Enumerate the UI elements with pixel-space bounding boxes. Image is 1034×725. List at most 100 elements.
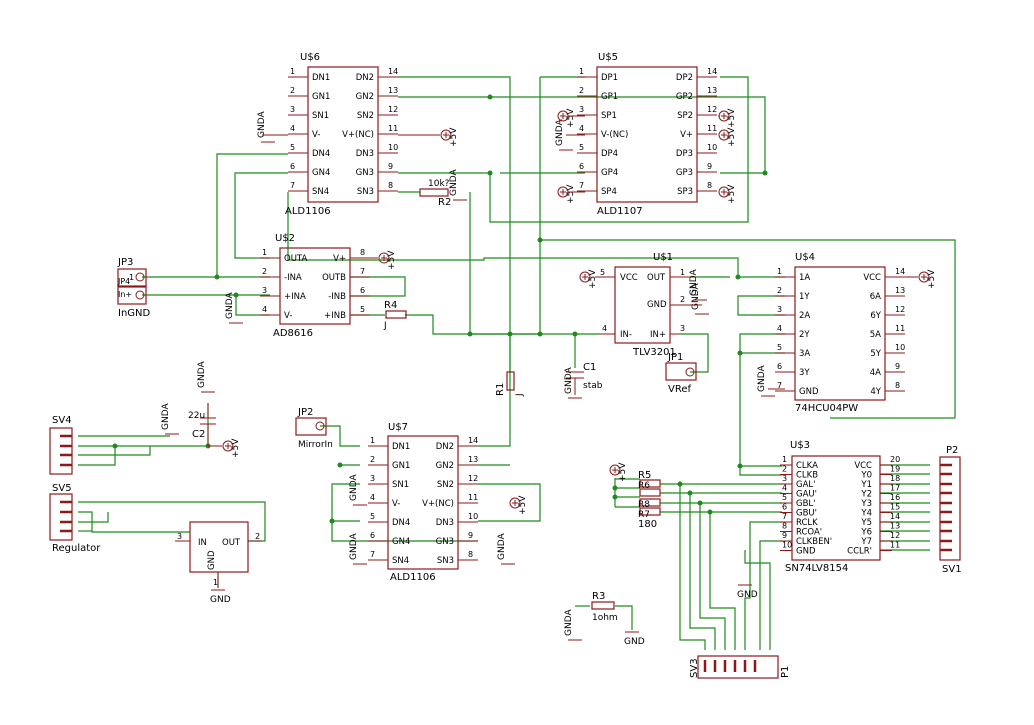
u3-value: SN74LV8154 [785, 563, 848, 574]
u6-pinnum: 4 [290, 124, 295, 133]
u7-pinnum: 3 [370, 474, 375, 483]
u6-ic: DN11GN12SN13V-4DN45GN46SN47DN214GN213SN2… [285, 52, 398, 217]
u6-pin-sn4: SN4 [312, 187, 329, 197]
u6-pin-gn3: GN3 [356, 168, 374, 178]
u5-ic: DP11GP12SP13V-(NC)4DP45GP46SP47DP214GP21… [577, 52, 717, 217]
u3-pin-y0: Y0 [860, 471, 872, 481]
u2-pinnum: 2 [262, 267, 267, 276]
plus5v-symbol: +5V [718, 127, 737, 147]
u5-pin-gp2: GP2 [676, 92, 693, 102]
u3-ic: CLKA1CLKB2GAL'3GAU'4GBL'5GBU'6RCLK7RCOA'… [780, 440, 900, 574]
u2-pin--ina: -INA [284, 273, 302, 283]
u4-pinnum: 5 [777, 343, 782, 352]
u4-pin-2a: 2A [799, 311, 810, 321]
u6-pinnum: 5 [290, 143, 295, 152]
u4-value: 74HCU04PW [795, 403, 858, 414]
u7-pinnum: 8 [468, 550, 473, 559]
u3-pinnum: 11 [890, 541, 900, 550]
p1-label: P1 [780, 666, 791, 678]
u6-pinnum: 1 [290, 67, 295, 76]
c1-capacitor: C1 stab [566, 362, 603, 395]
gnda-symbol: GNDA [161, 403, 179, 435]
u1-pin-inm: IN- [620, 330, 632, 340]
r3-label: R3 [592, 591, 605, 602]
u6-pinnum: 13 [388, 86, 398, 95]
u7-pinnum: 14 [468, 436, 478, 445]
r5-label: R5 [638, 470, 651, 481]
u3-pinnum: 9 [782, 531, 787, 540]
u5-pinnum: 13 [707, 86, 717, 95]
u7-pinnum: 1 [370, 436, 375, 445]
u7-pin-dn2: DN2 [436, 442, 454, 452]
u4-pinnum: 4 [777, 324, 782, 333]
sv3-label: SV3 [689, 658, 700, 678]
plus5v-label: +5V [387, 250, 397, 270]
u7-pin-dn3: DN3 [436, 518, 454, 528]
jp3-label: JP3 [117, 257, 133, 268]
u3-name: U$3 [790, 440, 810, 451]
u5-pinnum: 10 [707, 143, 717, 152]
u5-pinnum: 9 [707, 162, 712, 171]
r2-resistor: 10k? R2 [419, 179, 451, 208]
r2-label: R2 [438, 197, 451, 208]
u5-pinnum: 5 [579, 143, 584, 152]
u4-pinnum: 7 [777, 381, 782, 390]
plus5v-symbol: +5V [718, 108, 737, 128]
u1-pin-out: OUT [647, 273, 666, 283]
u3-pinnum: 15 [890, 503, 900, 512]
u5-pin-sp3: SP3 [677, 187, 693, 197]
u6-value: ALD1106 [285, 206, 331, 217]
u5-pin-gp3: GP3 [676, 168, 693, 178]
plus5v-symbol: +5V [918, 269, 937, 289]
u5-pinnum: 6 [579, 162, 584, 171]
u6-pin-gn4: GN4 [312, 168, 330, 178]
jp4-connector: JP4 In+ InGND [117, 277, 151, 319]
sv1-label: SV1 [942, 564, 962, 575]
gnd-label: GND [210, 595, 231, 605]
c2-capacitor: 22u C2 [188, 403, 216, 446]
u7-ic: DN11GN12SN13V-4DN45GN46SN47DN214GN213SN2… [368, 422, 478, 583]
u5-pin-sp1: SP1 [601, 111, 617, 121]
gnd-symbol: GND [210, 589, 231, 605]
u1-num-vcc: 5 [600, 268, 605, 277]
gnda-symbol: GNDA [691, 283, 709, 315]
sv3-connector: SV3 P1 [689, 655, 791, 679]
u5-pin-dp2: DP2 [676, 73, 693, 83]
u4-pin-5y: 5Y [870, 349, 881, 359]
u2-pin-+inb: +INB [324, 311, 346, 321]
gnd-label: GND [624, 637, 645, 647]
u4-pin-4y: 4Y [870, 387, 881, 397]
gnda-symbol: GNDA [564, 367, 582, 399]
u4-pin-5a: 5A [870, 330, 881, 340]
u7-pinnum: 6 [370, 531, 375, 540]
reg-num-out: 2 [255, 532, 260, 541]
r8-value: 180 [638, 519, 657, 530]
u3-pinnum: 12 [890, 531, 900, 540]
reg-pin-in: IN [198, 538, 207, 548]
u3-pin-cclr': CCLR' [847, 547, 872, 557]
u2-pin-outa: OUTA [284, 254, 307, 264]
u7-pinnum: 12 [468, 474, 478, 483]
sv5-connector: SV5 [49, 483, 73, 541]
u6-pin-sn3: SN3 [357, 187, 374, 197]
plus5v-symbol: +5V [378, 250, 397, 270]
u3-pin-rcoa': RCOA' [796, 528, 822, 538]
u5-pinnum: 1 [579, 67, 584, 76]
u3-pin-gnd: GND [796, 547, 816, 557]
u7-pin-sn4: SN4 [392, 556, 409, 566]
plus5v-label: +5V [927, 269, 937, 289]
u3-pinnum: 8 [782, 522, 787, 531]
u2-pin-v+: V+ [333, 254, 346, 264]
u3-pinnum: 20 [890, 455, 900, 464]
c1-label: C1 [583, 362, 596, 373]
u2-pinnum: 5 [360, 305, 365, 314]
u4-pinnum: 11 [895, 324, 905, 333]
jp1-connector: JP1 VRef [665, 352, 697, 395]
sv4-connector: SV4 [49, 415, 73, 475]
u5-pin-gp4: GP4 [601, 168, 618, 178]
u7-pinnum: 9 [468, 531, 473, 540]
u3-pin-y6: Y6 [860, 528, 872, 538]
r8-label: R8 [638, 500, 650, 510]
u4-name: U$4 [795, 252, 815, 263]
